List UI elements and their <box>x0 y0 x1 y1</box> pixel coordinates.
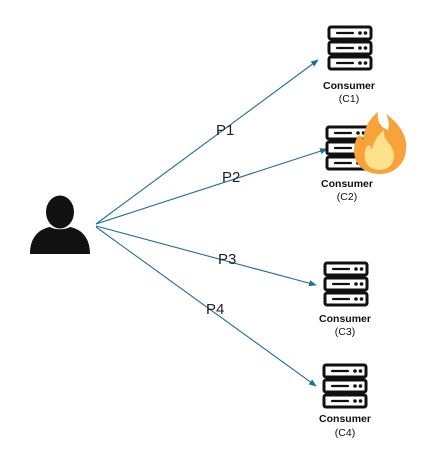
fire-icon <box>354 112 407 174</box>
server-stack-icon <box>325 263 367 305</box>
edge-p3 <box>95 225 317 287</box>
consumer-c4-label: Consumer <box>319 413 371 425</box>
consumer-c2: Consumer (C2) <box>321 112 407 203</box>
edges <box>95 59 328 387</box>
edge-label-p2: P2 <box>222 169 240 186</box>
consumer-c3-label: Consumer <box>319 313 371 325</box>
consumer-c2-label: Consumer <box>321 178 373 190</box>
consumer-c1: Consumer (C1) <box>323 27 375 105</box>
edge-label-p1: P1 <box>216 122 234 139</box>
consumer-c3: Consumer (C3) <box>319 263 371 338</box>
edge-p4 <box>95 226 317 387</box>
consumer-c1-label: Consumer <box>323 80 375 92</box>
consumer-c4-id: (C4) <box>335 427 355 439</box>
edge-p2 <box>95 148 328 225</box>
consumer-c2-id: (C2) <box>337 191 357 203</box>
edge-label-p3: P3 <box>218 251 236 268</box>
server-stack-icon <box>324 365 366 407</box>
consumer-c1-id: (C1) <box>339 93 359 105</box>
user-icon <box>30 195 90 254</box>
consumer-c3-id: (C3) <box>335 326 355 338</box>
consumer-c4: Consumer (C4) <box>319 365 371 439</box>
edge-p1 <box>95 59 319 225</box>
edge-label-p4: P4 <box>206 301 224 318</box>
server-stack-icon <box>329 27 371 69</box>
